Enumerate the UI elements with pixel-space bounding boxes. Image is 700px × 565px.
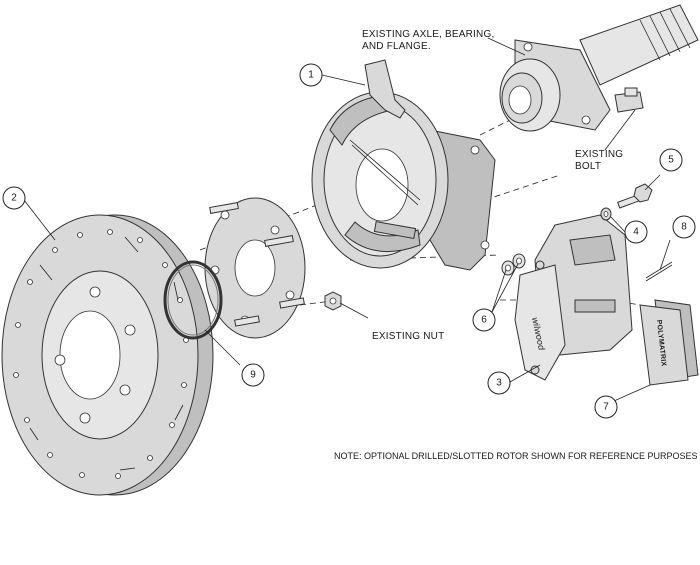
note-text: NOTE: OPTIONAL DRILLED/SLOTTED ROTOR SHO… — [334, 451, 698, 461]
label-existing-axle-line2: AND FLANGE. — [362, 41, 431, 52]
label-existing-axle-line1: EXISTING AXLE, BEARING, — [362, 29, 494, 40]
rotor-hat-with-studs — [204, 197, 306, 339]
label-existing-nut: EXISTING NUT — [372, 331, 444, 342]
callout-8: 8 — [672, 215, 696, 239]
svg-text:6: 6 — [481, 315, 487, 326]
leader-lines — [23, 37, 671, 406]
existing-axle-assembly — [499, 4, 699, 132]
label-existing-bolt-line1: EXISTING — [575, 149, 623, 160]
svg-text:3: 3 — [496, 378, 502, 389]
svg-text:7: 7 — [603, 402, 609, 413]
svg-text:8: 8 — [681, 222, 687, 233]
callout-3: 3 — [487, 371, 511, 395]
callout-1: 1 — [299, 63, 323, 87]
shims — [501, 253, 526, 276]
label-existing-bolt-line2: BOLT — [575, 161, 601, 172]
brake-rotor — [1, 214, 214, 496]
parking-brake-backing-plate — [311, 59, 496, 271]
callout-9: 9 — [241, 363, 265, 387]
svg-text:9: 9 — [250, 370, 256, 381]
rotor-slots — [29, 236, 184, 471]
caliper-bolt — [617, 183, 653, 209]
svg-text:2: 2 — [11, 193, 17, 204]
svg-text:4: 4 — [633, 227, 639, 238]
washer — [600, 207, 612, 221]
pad-logo: POLYMATRIX — [655, 319, 667, 366]
callout-2: 2 — [2, 186, 26, 210]
svg-text:1: 1 — [308, 70, 314, 81]
cotter-pin — [645, 261, 673, 282]
callout-7: 7 — [594, 395, 618, 419]
callout-5: 5 — [659, 148, 683, 172]
o-ring — [163, 260, 223, 340]
svg-text:5: 5 — [668, 155, 674, 166]
callout-6: 6 — [472, 308, 496, 332]
existing-nut — [324, 291, 342, 311]
caliper: wilwood — [514, 214, 633, 381]
brake-pad: POLYMATRIX — [639, 299, 699, 386]
rotor-drill-holes — [13, 229, 189, 479]
callout-4: 4 — [624, 220, 648, 244]
